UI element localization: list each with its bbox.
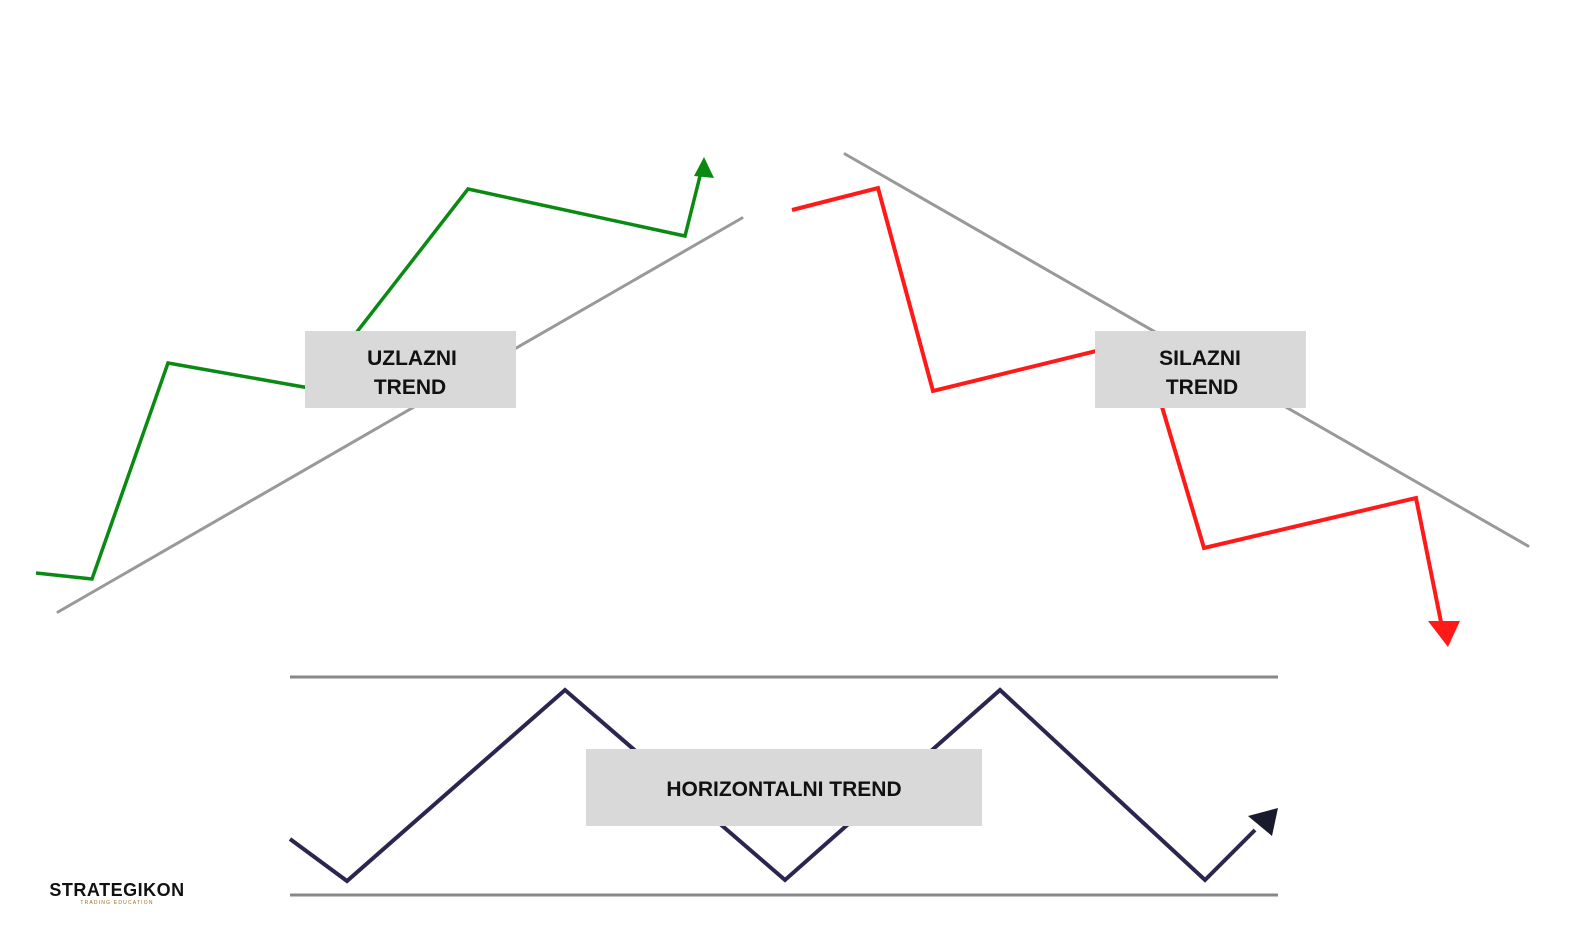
logo-tagline: TRADING EDUCATION (80, 900, 154, 906)
logo-name: STRATEGIKON (49, 880, 185, 900)
uptrend-label-box (305, 331, 516, 408)
uptrend-support-line (56, 216, 744, 614)
arrow-up-icon (694, 157, 714, 178)
downtrend-label-line1: SILAZNI (1159, 347, 1241, 370)
arrow-down-icon (1428, 621, 1460, 647)
sideways-label-box (586, 749, 982, 826)
uptrend-label-line2: TREND (374, 376, 446, 399)
downtrend-label-box (1095, 331, 1306, 408)
sideways-price-line (288, 687, 1257, 884)
downtrend-label: SILAZNI TREND (1095, 331, 1306, 408)
sideways-label: HORIZONTALNI TREND (586, 749, 982, 826)
uptrend-label: UZLAZNI TREND (305, 331, 516, 408)
strategikon-logo: STRATEGIKON TRADING EDUCATION (42, 880, 192, 906)
uptrend-label-line1: UZLAZNI (367, 347, 457, 370)
downtrend-label-line2: TREND (1166, 376, 1238, 399)
arrow-up-right-icon (1248, 808, 1278, 836)
sideways-label-text: HORIZONTALNI TREND (666, 778, 901, 801)
